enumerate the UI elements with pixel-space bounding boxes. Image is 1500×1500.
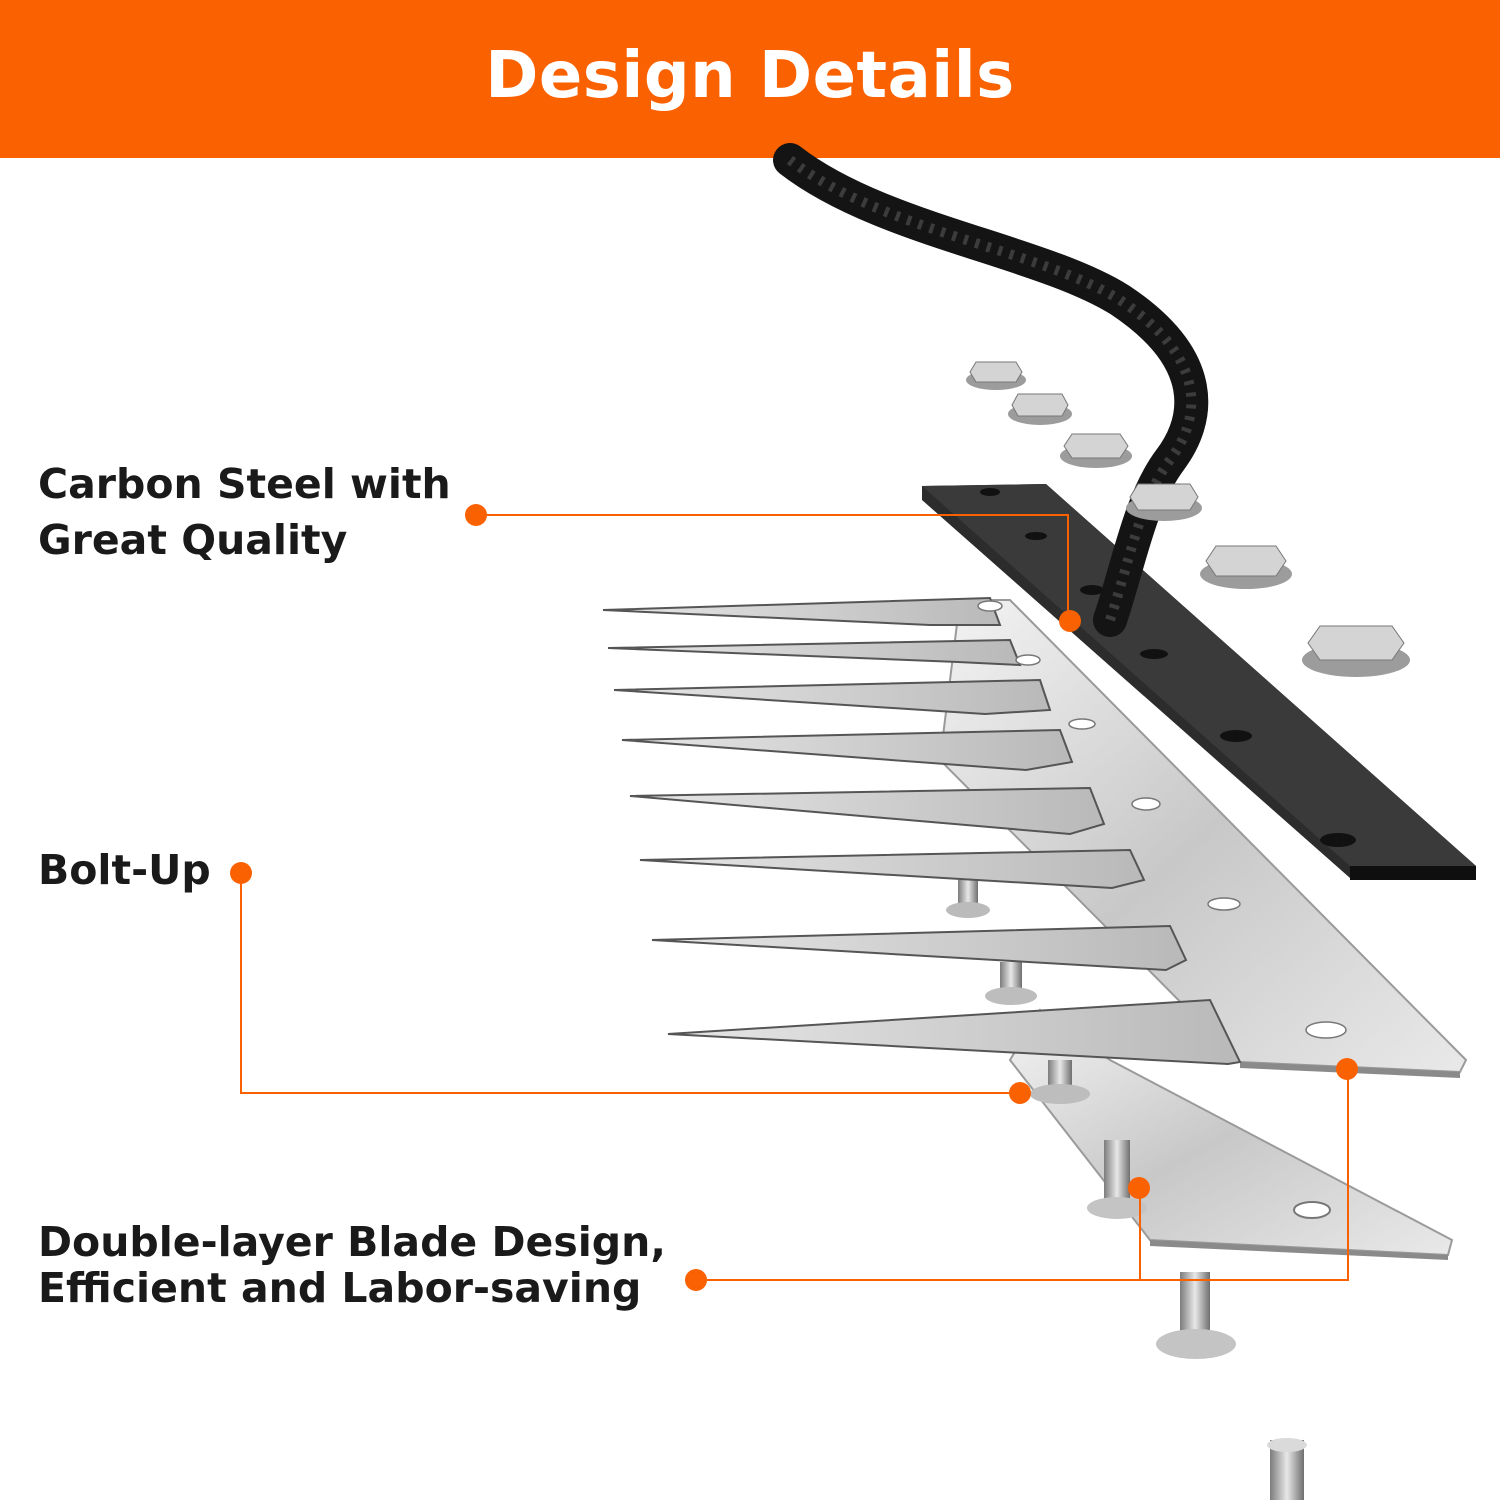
black-steel-bar bbox=[922, 484, 1476, 880]
header-banner: Design Details bbox=[0, 0, 1500, 158]
feature-line: Bolt-Up bbox=[38, 846, 211, 894]
page-title: Design Details bbox=[485, 39, 1015, 113]
feature-carbon-steel: Carbon Steel with Great Quality bbox=[38, 456, 451, 568]
callout-bolt-up bbox=[230, 862, 1031, 1104]
callout-carbon-steel bbox=[465, 504, 1081, 632]
feature-line: Efficient and Labor-saving bbox=[38, 1264, 642, 1312]
callout-double-layer bbox=[685, 1058, 1358, 1291]
feature-double-layer-blade: Double-layer Blade Design, Efficient and… bbox=[38, 1219, 666, 1311]
feature-line: Great Quality bbox=[38, 516, 348, 564]
feature-line: Carbon Steel with bbox=[38, 460, 451, 508]
upper-blade-with-teeth bbox=[602, 596, 1468, 1078]
feature-bolt-up: Bolt-Up bbox=[38, 842, 211, 898]
feature-line: Double-layer Blade Design, bbox=[38, 1218, 666, 1266]
nut-group bbox=[966, 361, 1410, 677]
rebar-rod bbox=[773, 143, 1209, 637]
bolt-group bbox=[946, 880, 1307, 1500]
